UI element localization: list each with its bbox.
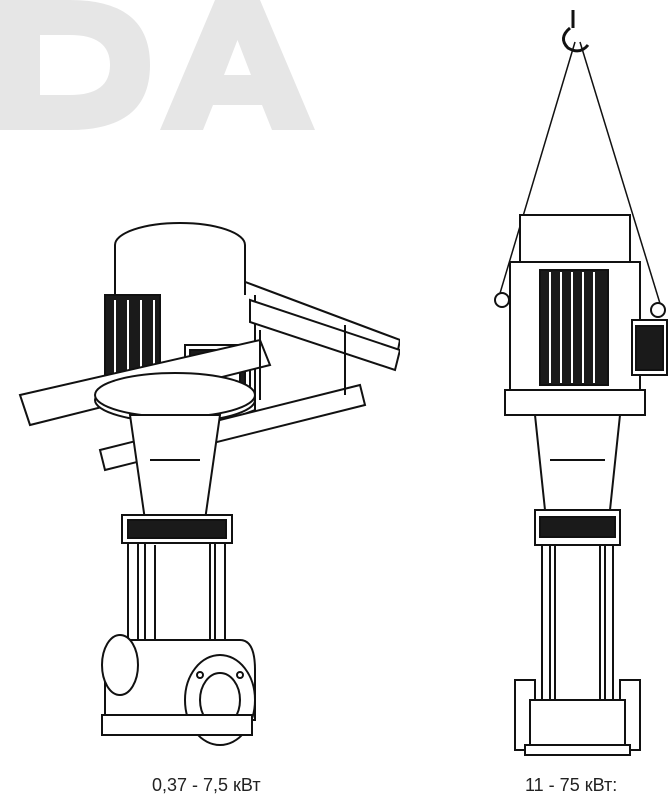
crane-hook-icon <box>562 10 590 53</box>
pump-with-lifting-bar-icon <box>18 222 400 746</box>
pump-crane-hook-diagram <box>470 0 671 760</box>
caption-small-power-range: 0,37 - 7,5 кВт <box>152 775 261 795</box>
pump-lifting-bar-diagram <box>10 200 400 760</box>
watermark-logo <box>0 0 320 140</box>
caption-large-power-range: 11 - 75 кВт: <box>525 775 618 795</box>
pump-with-crane-hook-icon <box>494 10 668 756</box>
